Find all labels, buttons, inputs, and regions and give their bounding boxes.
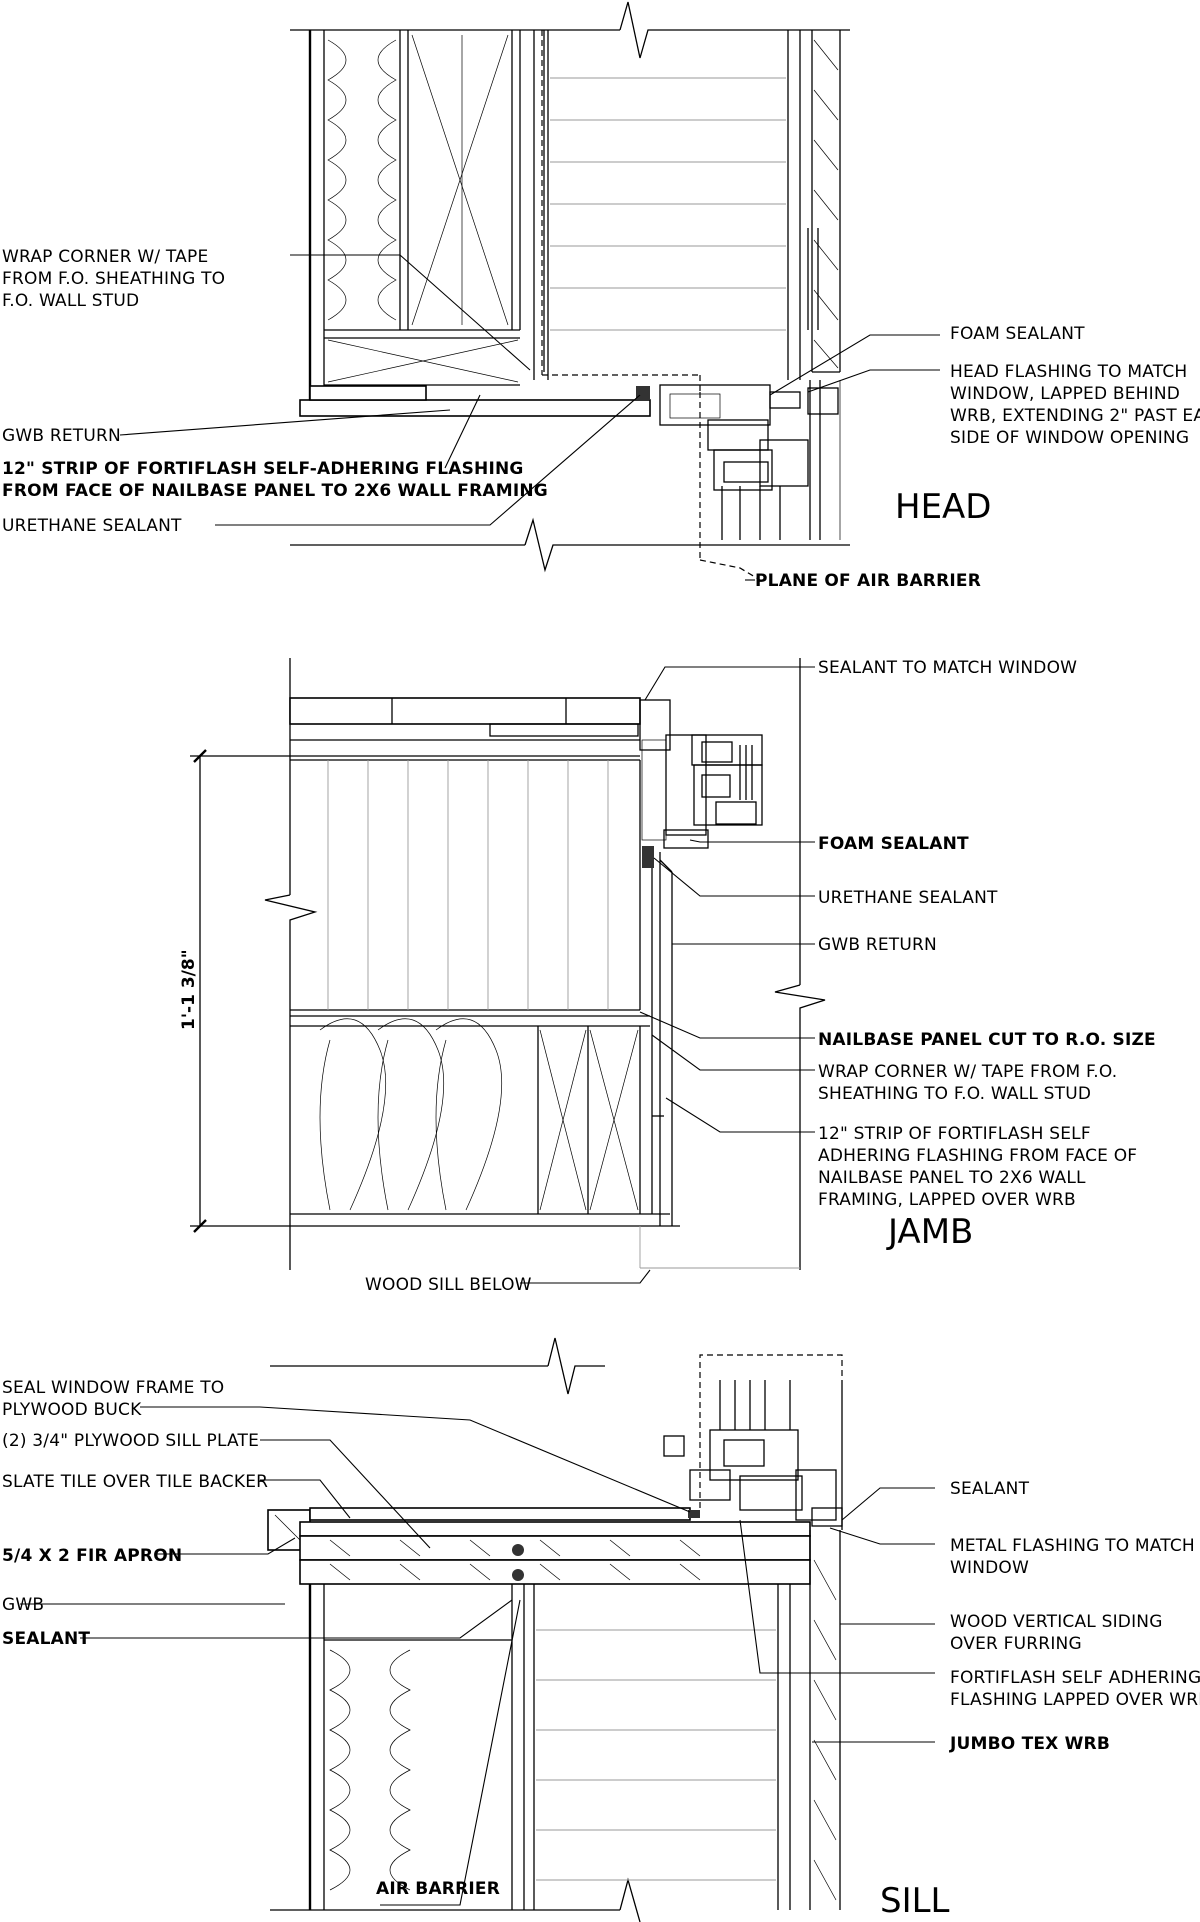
jamb-window-frame xyxy=(639,699,763,849)
sill-label-sealant-left: SEALANT xyxy=(2,1629,90,1649)
jamb-nailbase-panel xyxy=(290,759,641,1011)
jamb-leaders xyxy=(520,666,815,1284)
head-label-foam-sealant: FOAM SEALANT xyxy=(950,324,1085,344)
jamb-wall-framing xyxy=(290,1015,680,1227)
sill-detail xyxy=(20,1337,935,1922)
head-labels: HEAD WRAP CORNER W/ TAPE FROM F.O. SHEAT… xyxy=(2,247,1200,591)
sill-label-air-barrier: AIR BARRIER xyxy=(376,1879,500,1899)
jamb-labels: JAMB 1'-1 3/8" SEALANT TO MATCH WINDOW F… xyxy=(179,658,1156,1295)
head-label-urethane-sealant: URETHANE SEALANT xyxy=(2,516,182,536)
sill-label-metal-flashing: METAL FLASHING TO MATCH WINDOW xyxy=(950,1536,1200,1578)
head-break-line xyxy=(290,517,850,573)
jamb-label-foam-sealant: FOAM SEALANT xyxy=(818,834,969,854)
jamb-label-gwb-return: GWB RETURN xyxy=(818,935,937,955)
jamb-label-fortiflash-strip: 12" STRIP OF FORTIFLASH SELF ADHERING FL… xyxy=(818,1124,1143,1210)
sill-label-fortiflash: FORTIFLASH SELF ADHERING FLASHING LAPPED… xyxy=(950,1668,1200,1710)
sill-apron-and-plates xyxy=(267,1507,811,1585)
jamb-gwb-return xyxy=(639,846,800,1269)
sill-title: SILL xyxy=(880,1881,950,1921)
jamb-dimension-line xyxy=(190,749,290,1233)
head-label-plane-of-air-barrier: PLANE OF AIR BARRIER xyxy=(755,571,981,591)
sill-label-wood-siding: WOOD VERTICAL SIDING OVER FURRING xyxy=(950,1612,1168,1654)
sill-label-fir-apron: 5/4 X 2 FIR APRON xyxy=(2,1546,182,1566)
head-label-wrap-corner: WRAP CORNER W/ TAPE FROM F.O. SHEATHING … xyxy=(2,247,231,311)
jamb-label-sealant-to-match: SEALANT TO MATCH WINDOW xyxy=(818,658,1077,678)
head-window-frame xyxy=(659,380,841,581)
sill-labels: SILL SEAL WINDOW FRAME TO PLYWOOD BUCK (… xyxy=(2,1378,1200,1921)
sill-label-seal-window-frame: SEAL WINDOW FRAME TO PLYWOOD BUCK xyxy=(2,1378,230,1420)
jamb-detail xyxy=(190,658,826,1284)
head-leaders xyxy=(119,254,940,581)
sill-label-slate-tile: SLATE TILE OVER TILE BACKER xyxy=(2,1472,268,1492)
sill-label-jumbo-tex-wrb: JUMBO TEX WRB xyxy=(949,1734,1110,1754)
sill-label-sealant-right: SEALANT xyxy=(950,1479,1030,1499)
jamb-dimension-text: 1'-1 3/8" xyxy=(179,949,199,1030)
head-title: HEAD xyxy=(895,487,992,527)
jamb-label-wood-sill-below: WOOD SILL BELOW xyxy=(365,1275,532,1295)
head-wall-framing xyxy=(290,1,850,410)
jamb-label-urethane-sealant: URETHANE SEALANT xyxy=(818,888,998,908)
head-nailbase-panel xyxy=(299,30,701,417)
jamb-outline xyxy=(264,658,826,1270)
sill-window-frame xyxy=(663,1354,843,1530)
sill-label-plywood-sill-plate: (2) 3/4" PLYWOOD SILL PLATE xyxy=(2,1431,259,1451)
head-label-gwb-return: GWB RETURN xyxy=(2,426,121,446)
head-label-head-flashing: HEAD FLASHING TO MATCH WINDOW, LAPPED BE… xyxy=(950,362,1200,448)
head-label-fortiflash-strip: 12" STRIP OF FORTIFLASH SELF-ADHERING FL… xyxy=(2,459,548,501)
sill-wall-framing xyxy=(308,1530,841,1910)
sill-leaders xyxy=(20,1406,935,1906)
head-exterior-siding xyxy=(547,30,841,380)
head-detail xyxy=(119,1,940,581)
jamb-label-nailbase-panel: NAILBASE PANEL CUT TO R.O. SIZE xyxy=(818,1030,1156,1050)
jamb-label-wrap-corner: WRAP CORNER W/ TAPE FROM F.O. SHEATHING … xyxy=(818,1062,1123,1104)
head-insulation xyxy=(327,34,519,383)
jamb-title: JAMB xyxy=(886,1212,973,1252)
sill-label-gwb: GWB xyxy=(2,1595,44,1615)
